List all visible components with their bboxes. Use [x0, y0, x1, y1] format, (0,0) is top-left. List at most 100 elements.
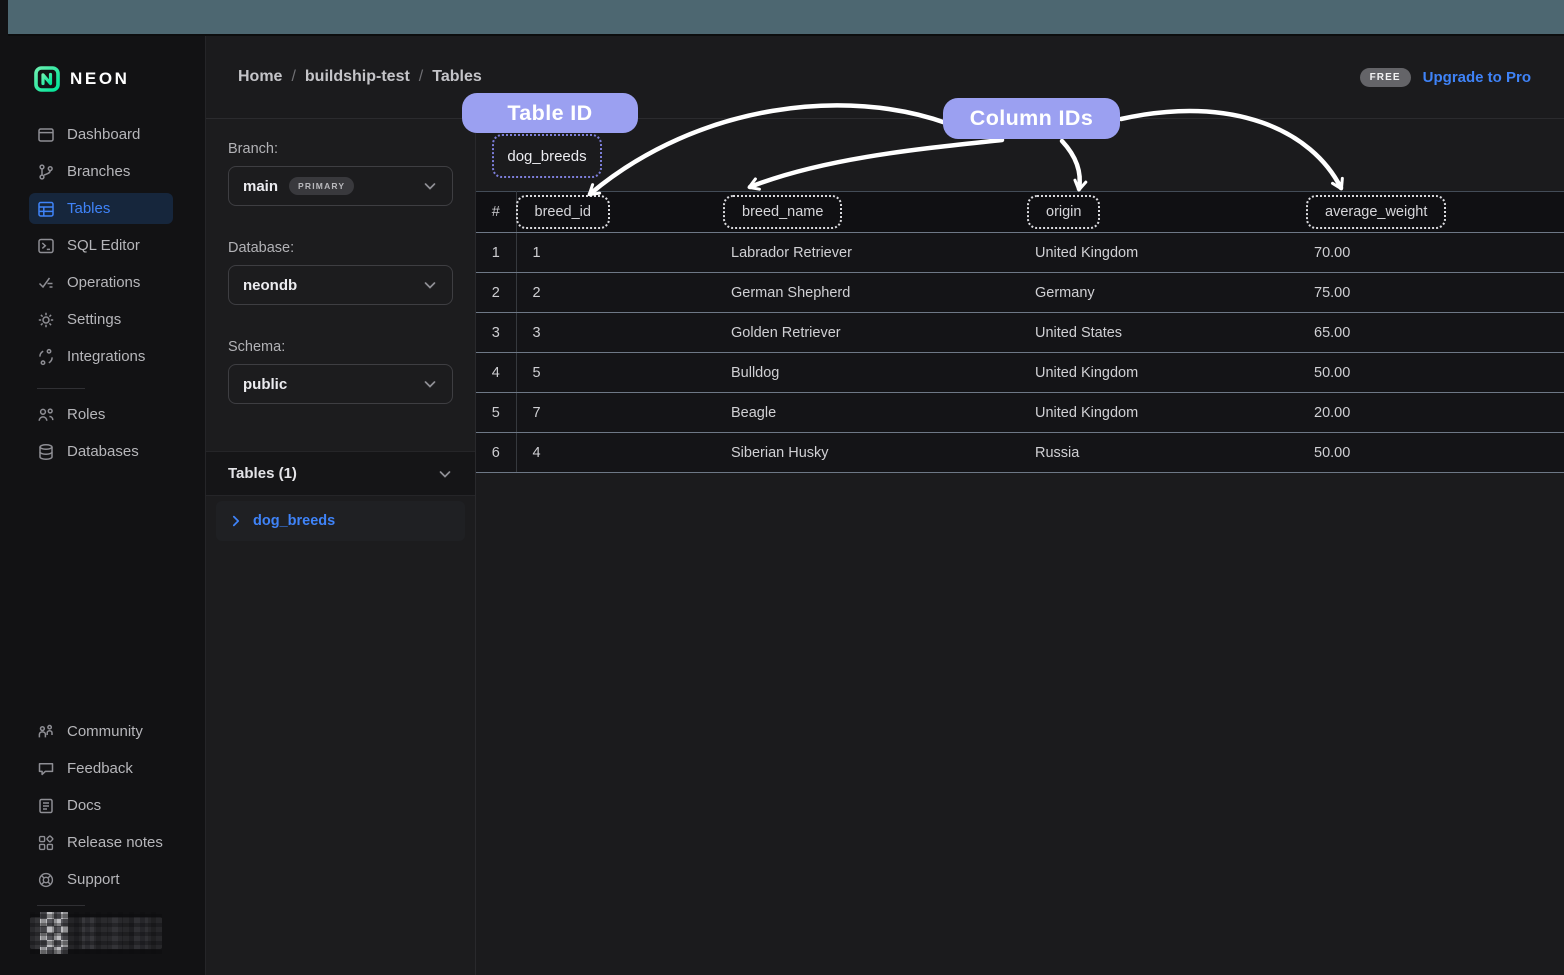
sidebar-item-sql-editor[interactable]: SQL Editor — [29, 230, 173, 261]
sidebar-item-label: Tables — [67, 200, 111, 217]
release-notes-icon — [36, 833, 56, 853]
column-header-average-weight[interactable]: average_weight — [1298, 191, 1564, 233]
breadcrumb-tables[interactable]: Tables — [432, 68, 482, 85]
sidebar-item-label: Settings — [67, 311, 122, 328]
breed-id-cell[interactable]: 4 — [516, 432, 715, 473]
chevron-right-icon — [229, 514, 243, 528]
roles-icon — [36, 405, 56, 425]
feedback-icon — [36, 759, 56, 779]
databases-icon — [36, 442, 56, 462]
sidebar-item-feedback[interactable]: Feedback — [29, 753, 173, 784]
sidebar-item-label: SQL Editor — [67, 237, 140, 254]
content-body: Branch: main PRIMARY Database: neondb — [206, 119, 1564, 975]
column-header-breed-name[interactable]: breed_name — [715, 191, 1019, 233]
breed-name-cell[interactable]: Siberian Husky — [715, 432, 1019, 473]
panel-fields: Branch: main PRIMARY Database: neondb — [206, 119, 475, 404]
sidebar-item-docs[interactable]: Docs — [29, 790, 173, 821]
origin-cell[interactable]: United States — [1019, 312, 1298, 353]
sidebar-item-community[interactable]: Community — [29, 716, 173, 747]
table-row[interactable]: 5 7 Beagle United Kingdom 20.00 — [476, 392, 1564, 433]
sidebar-item-settings[interactable]: Settings — [29, 304, 173, 335]
average-weight-cell[interactable]: 70.00 — [1298, 232, 1564, 273]
breed-name-cell[interactable]: Labrador Retriever — [715, 232, 1019, 273]
average-weight-cell[interactable]: 50.00 — [1298, 432, 1564, 473]
support-icon — [36, 870, 56, 890]
schema-select[interactable]: public — [228, 364, 453, 404]
sidebar: NEON Dashboard Branches Tables — [0, 36, 205, 975]
branch-value: main — [243, 177, 279, 195]
sidebar-item-databases[interactable]: Databases — [29, 436, 173, 467]
sidebar-item-dashboard[interactable]: Dashboard — [29, 119, 173, 150]
origin-cell[interactable]: United Kingdom — [1019, 352, 1298, 393]
origin-cell[interactable]: Germany — [1019, 272, 1298, 313]
branch-label: Branch: — [228, 141, 278, 157]
average-weight-cell[interactable]: 50.00 — [1298, 352, 1564, 393]
tables-section-header[interactable]: Tables (1) — [206, 451, 475, 496]
sidebar-item-label: Operations — [67, 274, 141, 291]
origin-cell[interactable]: United Kingdom — [1019, 392, 1298, 433]
sidebar-footer: Community Feedback Docs Release notes — [0, 716, 205, 975]
schema-value: public — [243, 375, 288, 393]
breed-name-cell[interactable]: Golden Retriever — [715, 312, 1019, 353]
neon-logo[interactable]: NEON — [34, 66, 205, 92]
table-row[interactable]: 6 4 Siberian Husky Russia 50.00 — [476, 432, 1564, 473]
sidebar-item-label: Roles — [67, 406, 106, 423]
column-id-outline: breed_id — [515, 195, 610, 229]
table-body: 1 1 Labrador Retriever United Kingdom 70… — [476, 232, 1564, 473]
breed-id-cell[interactable]: 5 — [516, 352, 715, 393]
column-id-outline: breed_name — [723, 195, 843, 229]
breed-id-cell[interactable]: 2 — [516, 272, 715, 313]
breed-id-cell[interactable]: 7 — [516, 392, 715, 433]
sidebar-item-release-notes[interactable]: Release notes — [29, 827, 173, 858]
sidebar-item-label: Feedback — [67, 760, 133, 777]
sidebar-divider — [37, 388, 85, 389]
sidebar-item-branches[interactable]: Branches — [29, 156, 173, 187]
table-row[interactable]: 3 3 Golden Retriever United States 65.00 — [476, 312, 1564, 353]
sidebar-item-integrations[interactable]: Integrations — [29, 341, 173, 372]
table-row[interactable]: 1 1 Labrador Retriever United Kingdom 70… — [476, 232, 1564, 273]
breed-id-cell[interactable]: 3 — [516, 312, 715, 353]
sidebar-item-support[interactable]: Support — [29, 864, 173, 895]
database-value: neondb — [243, 276, 298, 294]
sidebar-item-label: Docs — [67, 797, 102, 814]
database-select[interactable]: neondb — [228, 265, 453, 305]
chevron-down-icon — [422, 178, 438, 194]
breadcrumb-home[interactable]: Home — [238, 68, 283, 85]
table-row[interactable]: 4 5 Bulldog United Kingdom 50.00 — [476, 352, 1564, 393]
average-weight-cell[interactable]: 20.00 — [1298, 392, 1564, 433]
sidebar-item-roles[interactable]: Roles — [29, 399, 173, 430]
operations-icon — [36, 273, 56, 293]
breadcrumb-project[interactable]: buildship-test — [304, 68, 410, 85]
neon-logo-icon — [34, 66, 60, 92]
row-index-cell: 2 — [476, 272, 517, 313]
breed-id-cell[interactable]: 1 — [516, 232, 715, 273]
sidebar-item-label: Integrations — [67, 348, 146, 365]
origin-cell[interactable]: Russia — [1019, 432, 1298, 473]
user-account-redacted[interactable] — [30, 912, 162, 954]
origin-cell[interactable]: United Kingdom — [1019, 232, 1298, 273]
column-header-origin[interactable]: origin — [1019, 191, 1298, 233]
column-id-outline: origin — [1027, 195, 1101, 229]
table-list-item-dog-breeds[interactable]: dog_breeds — [216, 501, 465, 541]
neon-logo-text: NEON — [70, 69, 130, 88]
breed-name-cell[interactable]: German Shepherd — [715, 272, 1019, 313]
breed-name-cell[interactable]: Beagle — [715, 392, 1019, 433]
average-weight-cell[interactable]: 65.00 — [1298, 312, 1564, 353]
schema-label: Schema: — [228, 339, 286, 355]
column-header-breed-id[interactable]: breed_id — [515, 191, 715, 233]
sidebar-item-label: Branches — [67, 163, 131, 180]
sidebar-nav: Dashboard Branches Tables SQL Editor — [0, 119, 205, 473]
sidebar-divider — [37, 905, 85, 906]
upgrade-to-pro-link[interactable]: Upgrade to Pro — [1422, 68, 1531, 86]
content-column: Home / buildship-test / Tables FREE Upgr… — [205, 36, 1564, 975]
sidebar-item-tables[interactable]: Tables — [29, 193, 173, 224]
branch-select[interactable]: main PRIMARY — [228, 166, 453, 206]
table-header-row: # breed_id breed_name origin average_wei… — [476, 191, 1564, 233]
breed-name-cell[interactable]: Bulldog — [715, 352, 1019, 393]
integrations-icon — [36, 347, 56, 367]
sidebar-item-operations[interactable]: Operations — [29, 267, 173, 298]
table-row[interactable]: 2 2 German Shepherd Germany 75.00 — [476, 272, 1564, 313]
average-weight-cell[interactable]: 75.00 — [1298, 272, 1564, 313]
sidebar-item-label: Community — [67, 723, 143, 740]
